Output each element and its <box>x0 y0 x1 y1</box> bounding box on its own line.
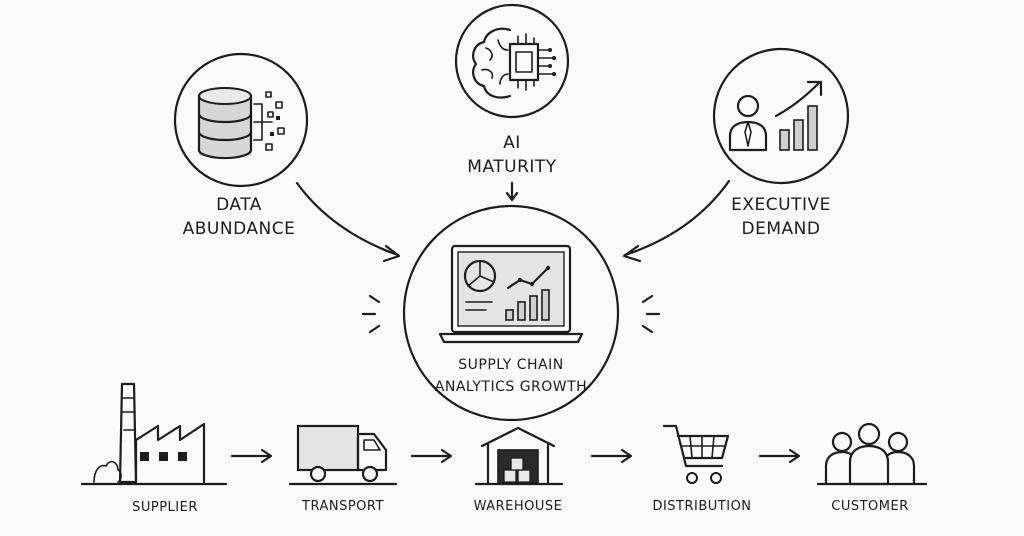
center-line2: ANALYTICS GROWTH <box>434 379 588 395</box>
data-abundance-node <box>173 52 309 188</box>
arrow-ai-head <box>505 191 519 202</box>
customers-icon <box>816 422 928 486</box>
ai-maturity-label: AI MATURITY <box>442 131 582 179</box>
warehouse-icon <box>474 426 564 486</box>
truck-icon <box>288 424 398 486</box>
arrow-supplier-transport <box>230 448 273 464</box>
executive-demand-label: EXECUTIVE DEMAND <box>706 193 856 241</box>
laptop-dashboard-icon <box>438 244 584 344</box>
ai-maturity-line2: MATURITY <box>467 157 557 177</box>
center-label: SUPPLY CHAIN ANALYTICS GROWTH <box>431 354 591 398</box>
brain-chip-icon <box>472 27 556 99</box>
shopping-cart-icon <box>662 424 730 484</box>
data-abundance-circle <box>173 52 309 188</box>
executive-demand-node <box>712 47 850 185</box>
factory-icon <box>80 382 228 486</box>
center-line1: SUPPLY CHAIN <box>458 357 564 373</box>
database-icon <box>197 87 285 160</box>
chain-label-supplier: SUPPLIER <box>132 500 198 515</box>
emphasis-right-icon <box>641 294 661 334</box>
emphasis-left-icon <box>361 294 381 334</box>
arrow-distribution-customer <box>758 448 801 464</box>
executive-growth-icon <box>728 80 823 152</box>
executive-demand-line2: DEMAND <box>741 219 821 239</box>
arrow-exec-head <box>622 244 642 263</box>
center-node <box>361 204 661 422</box>
ai-maturity-circle <box>454 3 570 119</box>
arrow-warehouse-distribution <box>590 448 633 464</box>
arrow-data-head <box>382 244 401 263</box>
arrow-transport-warehouse <box>410 448 453 464</box>
chain-label-distribution: DISTRIBUTION <box>652 499 752 514</box>
arrow-data-to-center <box>295 181 400 257</box>
arrow-exec-to-center <box>623 179 731 257</box>
chain-label-transport: TRANSPORT <box>302 499 384 514</box>
ai-maturity-line1: AI <box>503 133 521 153</box>
executive-demand-circle <box>712 47 850 185</box>
chain-label-customer: CUSTOMER <box>831 499 909 514</box>
chain-label-warehouse: WAREHOUSE <box>473 499 563 514</box>
data-abundance-line1: DATA <box>216 195 262 215</box>
ai-maturity-node <box>454 3 570 119</box>
data-abundance-line2: ABUNDANCE <box>182 219 296 239</box>
executive-demand-line1: EXECUTIVE <box>731 195 831 215</box>
center-circle <box>402 204 620 422</box>
data-abundance-label: DATA ABUNDANCE <box>164 193 314 241</box>
